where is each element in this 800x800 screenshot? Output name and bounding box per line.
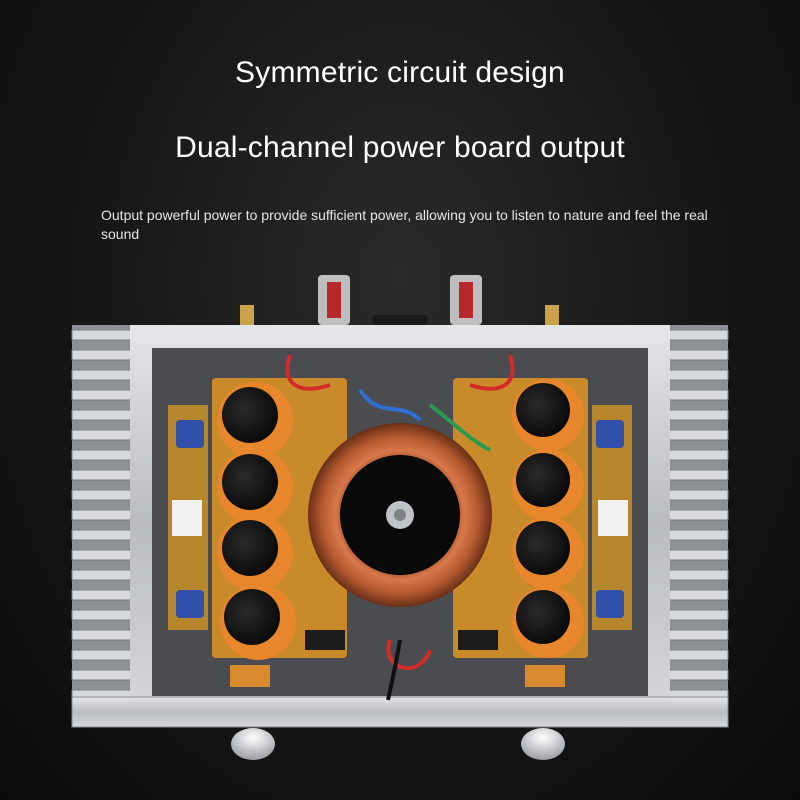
description-text: Output powerful power to provide suffici… — [101, 207, 708, 242]
toroidal-transformer — [308, 423, 492, 607]
right-capacitors — [512, 379, 584, 658]
left-capacitors — [217, 382, 296, 660]
wiring — [285, 354, 515, 701]
right-knob — [521, 728, 565, 760]
headline-symmetric-design: Symmetric circuit design — [235, 56, 565, 89]
amplifier-photo — [71, 275, 729, 760]
left-knob — [231, 728, 275, 760]
rear-connectors — [240, 275, 559, 329]
headline-dual-channel: Dual-channel power board output — [175, 131, 625, 164]
